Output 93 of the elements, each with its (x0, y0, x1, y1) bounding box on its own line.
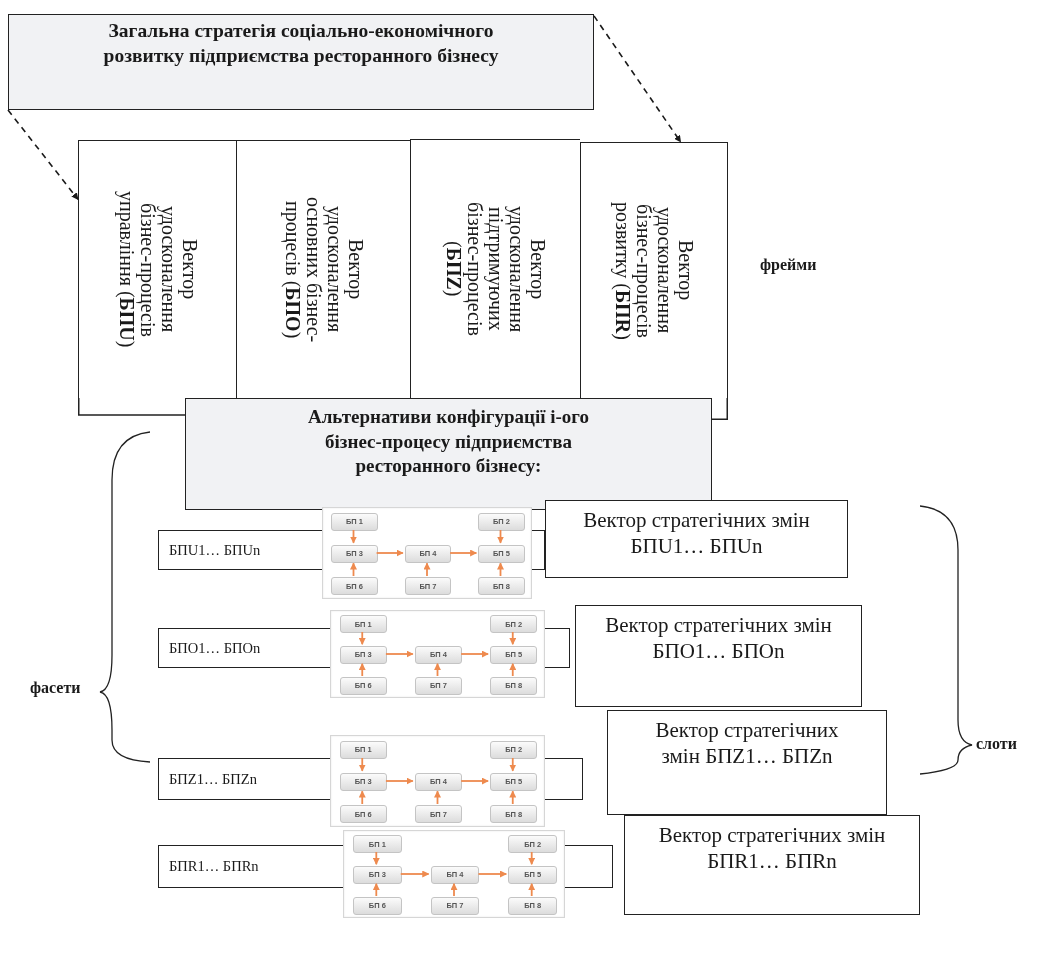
process-box (414, 805, 463, 824)
arrow (509, 662, 517, 677)
frame-box (580, 142, 728, 398)
arrow (399, 870, 430, 878)
arrow (372, 851, 380, 866)
slot-box (575, 605, 862, 707)
arrow (528, 851, 536, 866)
box-text: Вектор стратегічних змін БПR1… БПRn (657, 822, 887, 875)
arrow (358, 631, 366, 646)
arrow (350, 562, 357, 577)
process-box (339, 740, 387, 759)
facet-box (158, 758, 330, 800)
process-box (490, 740, 538, 759)
arrow (528, 882, 536, 897)
process-box (404, 544, 452, 564)
process-box (339, 677, 387, 695)
process-box (414, 677, 463, 695)
side-label: слоти (976, 735, 1017, 753)
process-box (478, 512, 525, 531)
box-text: БПZ1… БПZn (169, 770, 257, 788)
facet-box (158, 530, 322, 570)
arrow (450, 882, 458, 897)
process-scheme-panel (330, 735, 545, 827)
process-box (352, 835, 402, 853)
dashed-arrow (7, 109, 79, 201)
side-label: фрейми (760, 256, 817, 274)
process-box (490, 615, 538, 633)
slot-box (607, 710, 887, 815)
frame-box (410, 139, 580, 398)
box-text: БПR1… БПRn (169, 858, 259, 875)
process-box (352, 897, 402, 915)
arrow (497, 562, 504, 577)
process-box (490, 677, 538, 695)
frame-box (236, 140, 410, 398)
process-box (490, 772, 538, 792)
process-box (404, 577, 452, 596)
box-text: БПU1… БПUn (169, 541, 261, 559)
arrow (372, 882, 380, 897)
process-box (339, 646, 387, 664)
process-box (508, 866, 558, 884)
frame-box (78, 140, 236, 398)
arrow (509, 790, 517, 805)
arrow (358, 757, 366, 772)
process-box (414, 772, 463, 792)
process-box (339, 805, 387, 824)
process-box (352, 866, 402, 884)
process-box (414, 646, 463, 664)
arrow (358, 662, 366, 677)
box-text: Альтернативи конфігурації і-ого бізнес-процесу підприємства ресторанного бізнесу: (307, 405, 590, 479)
process-box (331, 544, 378, 564)
arrow (509, 757, 517, 772)
process-scheme-panel (343, 830, 565, 918)
arrow (509, 631, 517, 646)
process-box (490, 805, 538, 824)
arrow (449, 549, 478, 557)
strategy-box (8, 14, 594, 110)
box-text: Вектор стратегічних змін БПU1… БПUn (582, 507, 811, 560)
arrow (460, 650, 489, 658)
dashed-arrow (593, 15, 682, 143)
process-box (430, 897, 480, 915)
box-text: БПО1… БПОn (169, 639, 261, 657)
arrow (358, 790, 366, 805)
arrow (434, 790, 441, 805)
process-box (478, 577, 525, 596)
arrow (385, 777, 414, 785)
arrow (497, 529, 504, 544)
arrow (385, 650, 414, 658)
arrow (477, 870, 508, 878)
process-box (478, 544, 525, 564)
arrow (350, 529, 357, 544)
process-scheme-panel (322, 507, 532, 599)
arrow (423, 562, 431, 577)
facet-box (158, 845, 343, 888)
slot-box (624, 815, 920, 915)
process-box (331, 577, 378, 596)
process-scheme-panel (330, 610, 545, 698)
box-text: Вектор стратегічних змін БПО1… БПОn (604, 612, 833, 665)
process-box (490, 646, 538, 664)
slot-box (545, 500, 848, 578)
process-box (339, 772, 387, 792)
facet-box (158, 628, 330, 668)
alternatives-box (185, 398, 712, 510)
process-box (508, 897, 558, 915)
arrow (375, 549, 404, 557)
side-label: фасети (30, 679, 81, 697)
process-box (508, 835, 558, 853)
box-text: Вектор стратегічних змін БПZ1… БПZn (654, 717, 840, 770)
process-box (430, 866, 480, 884)
arrow (460, 777, 489, 785)
box-text: Загальна стратегія соціально-економічного розвитку підприємства ресторанного бізнесу (102, 19, 500, 68)
process-box (339, 615, 387, 633)
arrow (434, 662, 441, 677)
process-box (331, 512, 378, 531)
